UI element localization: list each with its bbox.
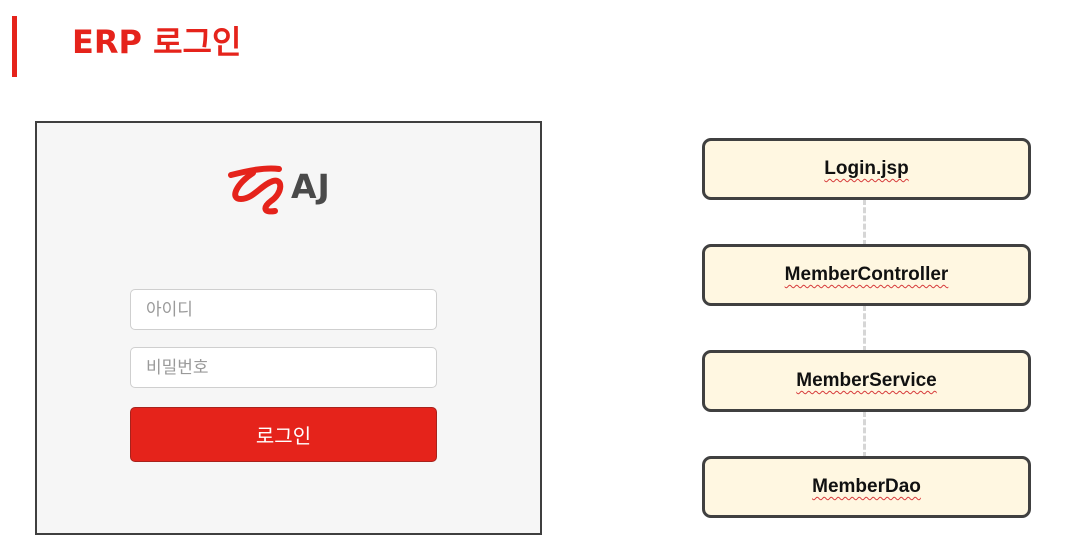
password-input[interactable]	[130, 347, 437, 388]
logo-text: AJ	[291, 167, 331, 206]
id-input[interactable]	[130, 289, 437, 330]
layer-label: MemberDao	[812, 476, 921, 497]
connector-line	[863, 305, 866, 352]
title-accent-bar	[12, 16, 17, 77]
login-button[interactable]: 로그인	[130, 407, 437, 462]
company-logo: AJ	[227, 161, 357, 217]
layer-box-member-controller: MemberController	[702, 244, 1031, 306]
layer-box-member-service: MemberService	[702, 350, 1031, 412]
layer-label: Login.jsp	[824, 158, 909, 179]
connector-line	[863, 199, 866, 246]
layer-label: MemberService	[796, 370, 937, 391]
layer-box-member-dao: MemberDao	[702, 456, 1031, 518]
connector-line	[863, 411, 866, 458]
layer-box-login-jsp: Login.jsp	[702, 138, 1031, 200]
slide-title: ERP 로그인	[72, 23, 242, 61]
layer-label: MemberController	[784, 264, 949, 285]
login-panel: AJ 로그인	[35, 121, 542, 535]
aj-swirl-logo-icon	[228, 165, 284, 215]
